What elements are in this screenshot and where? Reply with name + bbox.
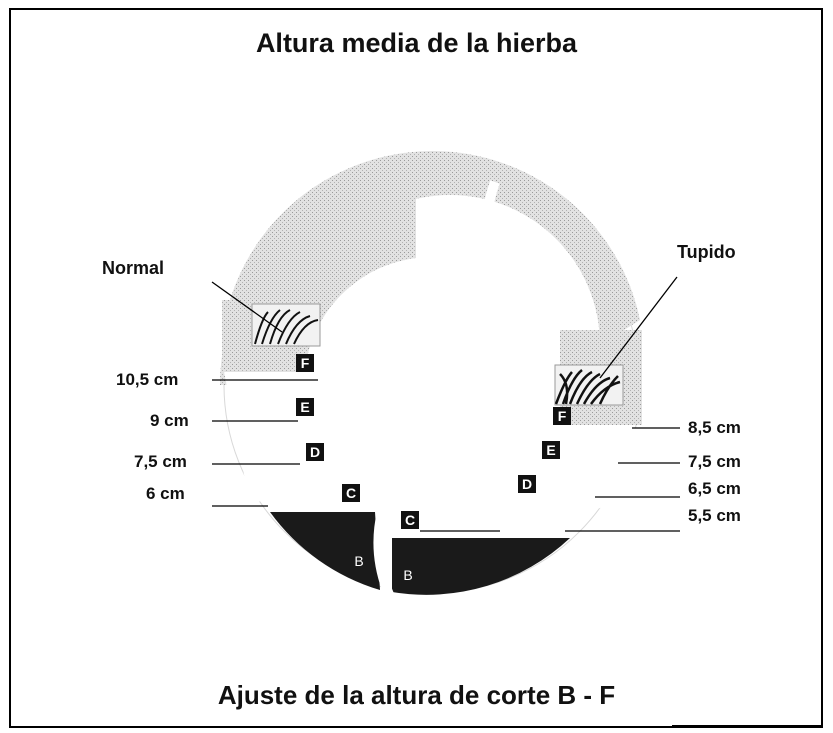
bottom-left-dark bbox=[270, 512, 380, 590]
top-grey-band bbox=[230, 151, 640, 345]
left-height-2: 9 cm bbox=[150, 411, 189, 430]
right-height-2: 7,5 cm bbox=[688, 452, 741, 471]
diagram-subtitle: Ajuste de la altura de corte B - F bbox=[217, 680, 616, 710]
left-badge-d: D bbox=[306, 443, 324, 461]
left-white-band bbox=[224, 372, 318, 505]
ring-inner bbox=[304, 257, 560, 513]
right-height-3: 6,5 cm bbox=[688, 479, 741, 498]
right-badge-e: E bbox=[542, 441, 560, 459]
corner-line bbox=[672, 725, 822, 726]
grass-icon-normal bbox=[251, 303, 321, 347]
right-badge-b: B bbox=[403, 567, 413, 583]
dense-label: Tupido bbox=[677, 242, 736, 262]
left-height-3: 7,5 cm bbox=[134, 452, 187, 471]
left-badge-e: E bbox=[296, 398, 314, 416]
right-height-1: 8,5 cm bbox=[688, 418, 741, 437]
left-badge-c: C bbox=[342, 484, 360, 502]
left-badge-f: F bbox=[296, 354, 314, 372]
diagram-title: Altura media de la hierba bbox=[255, 28, 578, 58]
right-height-4: 5,5 cm bbox=[688, 506, 741, 525]
diagram-frame bbox=[9, 8, 823, 728]
normal-label: Normal bbox=[102, 258, 165, 278]
grass-icon-dense bbox=[554, 364, 624, 406]
bottom-right-dark bbox=[392, 538, 570, 595]
right-badge-d: D bbox=[518, 475, 536, 493]
left-height-4: 6 cm bbox=[146, 484, 185, 503]
left-badge-b: B bbox=[354, 553, 364, 569]
right-badge-c: C bbox=[401, 511, 419, 529]
corner-tick bbox=[822, 712, 823, 728]
right-badge-f: F bbox=[553, 407, 571, 425]
right-white-band bbox=[555, 428, 640, 520]
left-height-1: 10,5 cm bbox=[116, 370, 179, 389]
